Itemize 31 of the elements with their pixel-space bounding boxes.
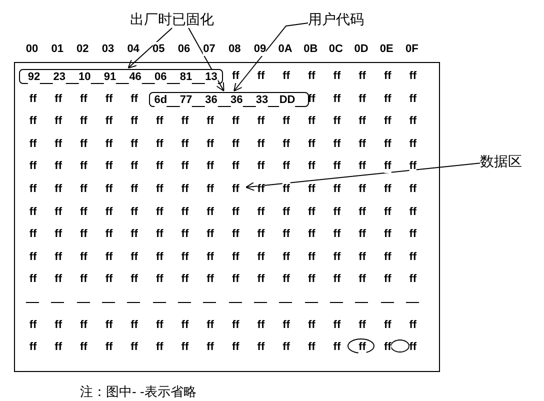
byte-band	[19, 69, 223, 84]
byte-value: 81	[180, 70, 192, 84]
byte-value: 6d	[154, 92, 168, 107]
leader-line	[246, 162, 480, 191]
byte-band	[149, 92, 309, 107]
byte-value: ff	[232, 69, 240, 83]
byte-value: 06	[154, 70, 167, 84]
byte-value: ff	[384, 159, 392, 174]
byte-value: DD	[279, 92, 296, 107]
byte-value: 91	[104, 70, 116, 84]
byte-value: 13	[205, 70, 218, 84]
caption: 注：图中- -表示省略	[80, 383, 196, 401]
byte-value: 33	[256, 92, 268, 107]
callout-label: 用户代码	[308, 11, 364, 27]
byte-value: 36	[205, 92, 218, 107]
leader-line	[128, 28, 173, 68]
byte-value: 77	[180, 92, 192, 107]
memory-table-frame	[14, 62, 440, 372]
byte-value: 46	[129, 70, 142, 84]
byte-value: 92	[28, 70, 40, 84]
column-address: 07	[203, 42, 216, 56]
byte-value: ff	[409, 159, 417, 174]
callout-label: 数据区	[480, 153, 522, 169]
column-address: 09	[254, 42, 266, 56]
leader-line	[234, 22, 308, 92]
leader-line	[188, 28, 224, 92]
byte-value: 10	[78, 70, 91, 84]
callout-label: 出厂时已固化	[130, 11, 214, 27]
byte-value: 36	[230, 92, 243, 107]
byte-value: 23	[53, 70, 66, 84]
byte-value: ff	[358, 340, 366, 354]
